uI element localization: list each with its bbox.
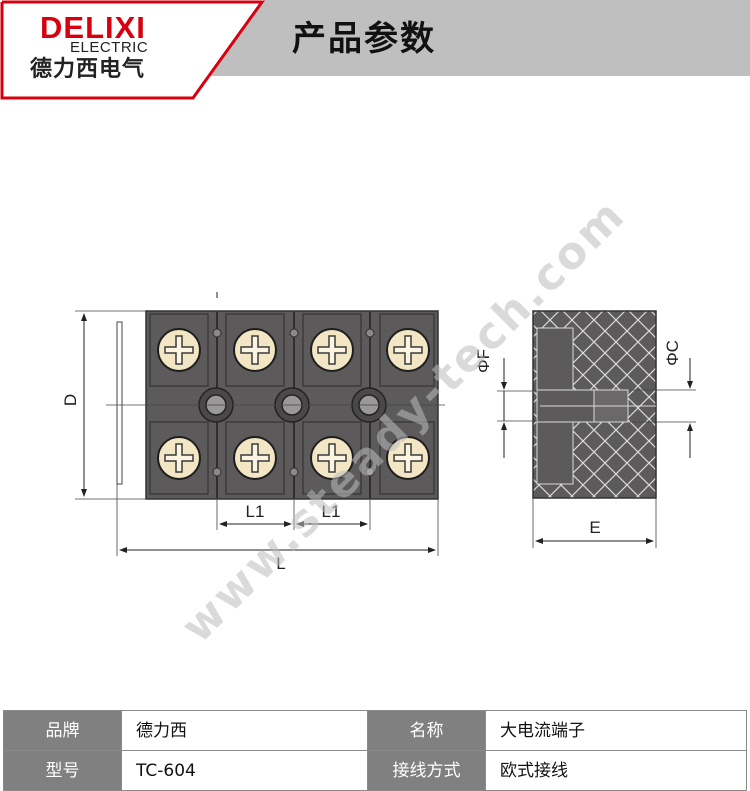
brand-chinese-name: 德力西电气 (30, 57, 146, 82)
terminal-screws (157, 328, 430, 480)
dimension-label-phi-c: ΦC (663, 340, 682, 366)
spec-key-wiring: 接线方式 (367, 750, 486, 791)
technical-drawing: D L1 L1 L (0, 100, 750, 700)
dimension-label-l1-left: L1 (246, 502, 265, 521)
dimension-label-l1-right: L1 (322, 502, 341, 521)
dimension-label-l: L (276, 554, 285, 573)
screw-icon (233, 436, 277, 480)
spec-value-model: TC-604 (121, 750, 368, 791)
screw-icon (157, 328, 201, 372)
side-view: ΦF ΦC E (474, 310, 696, 548)
spec-key-name: 名称 (367, 710, 486, 751)
dimension-label-e: E (589, 518, 600, 537)
brand-logo: DELIXI (40, 10, 146, 45)
page-title: 产品参数 (292, 19, 436, 59)
front-view: D L1 L1 L (61, 292, 445, 573)
screw-icon (157, 436, 201, 480)
page-header: DELIXI ELECTRIC 德力西电气 产品参数 (0, 0, 750, 100)
dimension-label-phi-f: ΦF (474, 349, 493, 373)
spec-key-brand: 品牌 (3, 710, 122, 751)
spec-value-name: 大电流端子 (485, 710, 747, 751)
screw-icon (386, 328, 430, 372)
table-row: 型号 TC-604 接线方式 欧式接线 (3, 750, 747, 791)
screw-icon (310, 436, 354, 480)
logo-frame (0, 0, 265, 100)
screw-icon (233, 328, 277, 372)
logo-panel: DELIXI ELECTRIC 德力西电气 (0, 0, 265, 100)
screw-icon (310, 328, 354, 372)
drawing-canvas: D L1 L1 L (61, 189, 696, 653)
screw-icon (386, 436, 430, 480)
spec-value-brand: 德力西 (121, 710, 368, 751)
dimension-label-d: D (61, 394, 80, 406)
brand-subtitle: ELECTRIC (70, 39, 149, 56)
side-plate (116, 321, 123, 485)
table-row: 品牌 德力西 名称 大电流端子 (3, 710, 747, 751)
spec-table: 品牌 德力西 名称 大电流端子 型号 TC-604 接线方式 欧式接线 (3, 710, 747, 791)
spec-value-wiring: 欧式接线 (485, 750, 747, 791)
spec-key-model: 型号 (3, 750, 122, 791)
